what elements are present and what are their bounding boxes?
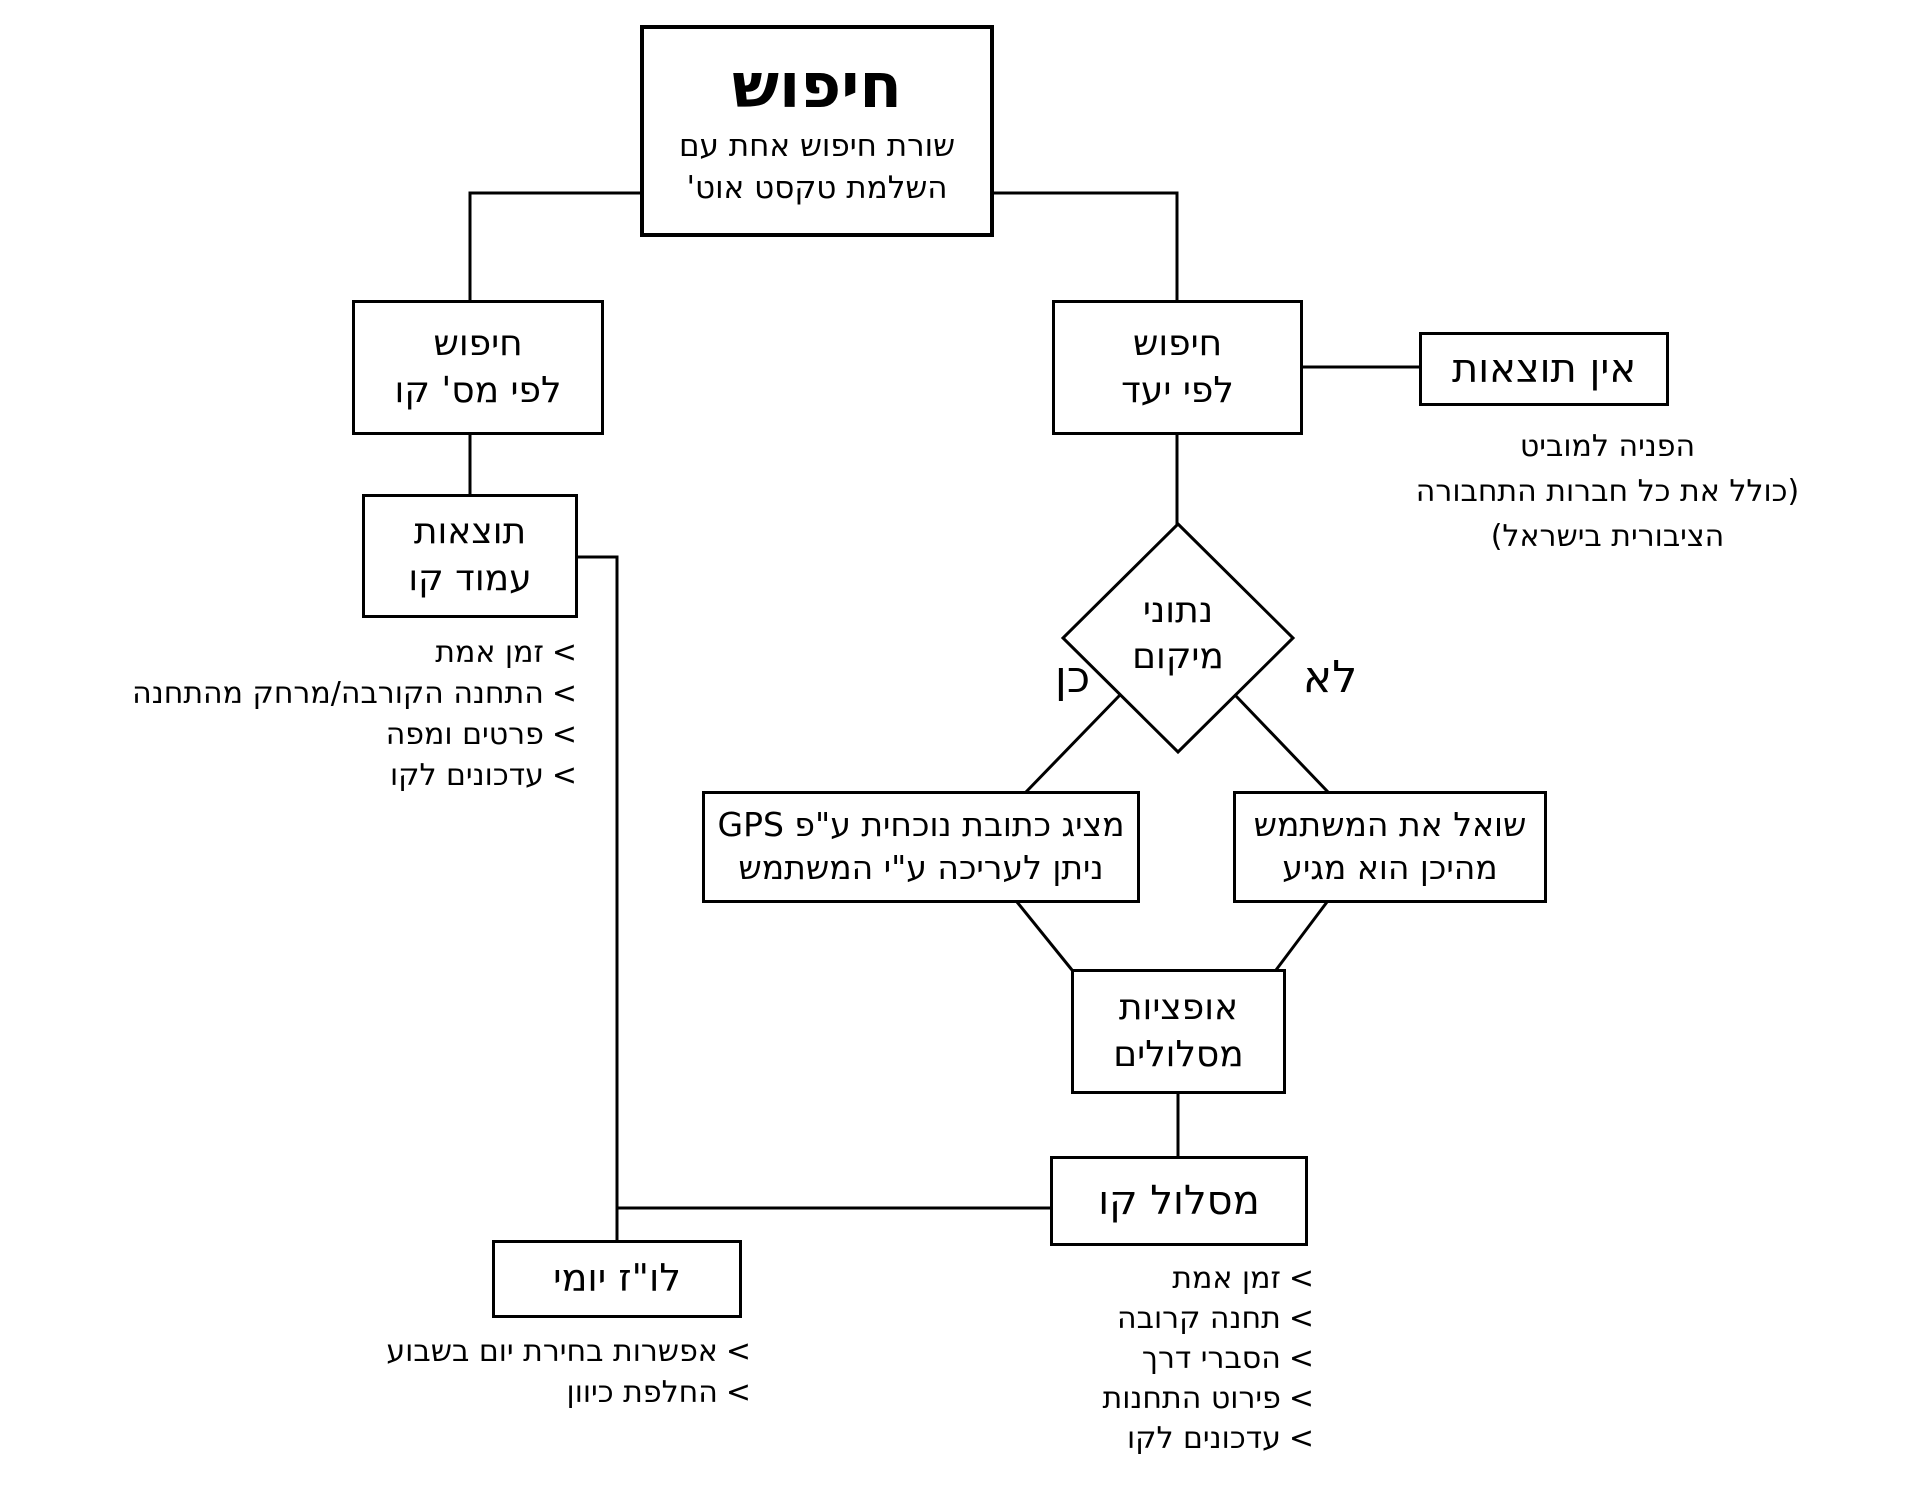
node-location-decision-label: נתוני מיקום: [1132, 590, 1224, 678]
line-page-results-list: <זמן אמת <התחנה הקורבה/מרחק מהתחנה <פרטי…: [132, 632, 577, 796]
connector-decision-no-to-ask: [1234, 694, 1330, 794]
connector-results-to-route-and-schedule: [577, 555, 1052, 1242]
node-gps-address: מציג כתובת נוכחית ע"פ GPS ניתן לעריכה ע"…: [702, 791, 1140, 903]
list-item: <פירוט התחנות: [1103, 1379, 1315, 1419]
connector-ask-to-options: [1274, 901, 1329, 971]
node-gps-address-label: מציג כתובת נוכחית ע"פ GPS ניתן לעריכה ע"…: [717, 805, 1125, 887]
list-item: <זמן אמת: [132, 632, 577, 673]
node-search-by-destination: חיפוש לפי יעד: [1052, 300, 1303, 435]
node-search-root-title: חיפוש: [732, 49, 902, 123]
connector-gps-to-options: [1015, 901, 1074, 971]
chevron-bullet-icon: <: [551, 758, 577, 793]
node-line-route-label: מסלול קו: [1098, 1178, 1260, 1224]
chevron-bullet-icon: <: [1288, 1421, 1314, 1456]
list-item: <פרטים ומפה: [132, 714, 577, 755]
list-item: <זמן אמת: [1103, 1259, 1314, 1299]
node-route-options: אופציות מסלולים: [1071, 969, 1286, 1094]
list-item-text: החלפת כיוון: [566, 1375, 718, 1410]
list-item: <התחנה הקורבה/מרחק מהתחנה: [132, 673, 577, 714]
node-ask-user: שואל את המשתמש מהיכן הוא מגיע: [1233, 791, 1547, 903]
list-item: <הסברי דרך: [1103, 1339, 1314, 1379]
list-item-text: הסברי דרך: [1141, 1341, 1281, 1376]
list-item-text: תחנה קרובה: [1117, 1301, 1281, 1336]
list-item: <עדכונים לקו: [1103, 1419, 1314, 1459]
chevron-bullet-icon: <: [551, 635, 577, 670]
connector-root-to-by-destination: [992, 191, 1179, 302]
decision-yes-label: כן: [1054, 652, 1091, 703]
chevron-bullet-icon: <: [725, 1375, 751, 1410]
chevron-bullet-icon: <: [1288, 1301, 1314, 1336]
list-item-text: פירוט התחנות: [1102, 1381, 1281, 1416]
list-item: <החלפת כיוון: [386, 1372, 751, 1413]
node-no-results: אין תוצאות: [1419, 332, 1669, 406]
daily-schedule-list: <אפשרות בחירת יום בשבוע <החלפת כיוון: [386, 1331, 751, 1413]
connector-decision-yes-to-gps: [1024, 693, 1122, 794]
no-results-note: הפניה למוביט (כולל את כל חברות התחבורה ה…: [1415, 429, 1800, 554]
node-search-by-line-label: חיפוש לפי מס' קו: [394, 322, 562, 411]
list-item-text: עדכונים לקו: [1126, 1421, 1281, 1456]
list-item-text: התחנה הקורבה/מרחק מהתחנה: [132, 676, 544, 711]
list-item-text: פרטים ומפה: [385, 717, 544, 752]
chevron-bullet-icon: <: [725, 1334, 751, 1369]
list-item: <עדכונים לקו: [132, 755, 577, 796]
decision-no-label: לא: [1302, 652, 1358, 703]
chevron-bullet-icon: <: [1288, 1341, 1314, 1376]
node-search-by-destination-label: חיפוש לפי יעד: [1121, 322, 1234, 411]
node-ask-user-label: שואל את המשתמש מהיכן הוא מגיע: [1253, 805, 1527, 887]
node-daily-schedule-label: לו"ז יומי: [553, 1256, 681, 1301]
list-item: <אפשרות בחירת יום בשבוע: [386, 1331, 751, 1372]
list-item-text: זמן אמת: [435, 635, 544, 670]
node-route-options-label: אופציות מסלולים: [1113, 986, 1244, 1075]
decision-diamond-shape: [1060, 521, 1296, 755]
list-item-text: עדכונים לקו: [389, 758, 544, 793]
list-item: <תחנה קרובה: [1103, 1299, 1314, 1339]
list-item-text: אפשרות בחירת יום בשבוע: [386, 1334, 718, 1369]
chevron-bullet-icon: <: [551, 676, 577, 711]
connector-root-to-by-line: [468, 191, 642, 302]
node-no-results-label: אין תוצאות: [1451, 346, 1637, 392]
list-item-text: זמן אמת: [1172, 1261, 1281, 1296]
node-line-route: מסלול קו: [1050, 1156, 1308, 1246]
chevron-bullet-icon: <: [1288, 1261, 1314, 1296]
node-search-by-line: חיפוש לפי מס' קו: [352, 300, 604, 435]
node-search-root: חיפוש שורת חיפוש אחת עם השלמת טקסט אוט': [640, 25, 994, 237]
node-line-page-results-label: תוצאות עמוד קו: [408, 511, 532, 599]
node-daily-schedule: לו"ז יומי: [492, 1240, 742, 1318]
chevron-bullet-icon: <: [1288, 1381, 1314, 1416]
node-line-page-results: תוצאות עמוד קו: [362, 494, 578, 618]
chevron-bullet-icon: <: [551, 717, 577, 752]
line-route-list: <זמן אמת <תחנה קרובה <הסברי דרך <פירוט ה…: [1103, 1259, 1315, 1459]
node-search-root-subtitle: שורת חיפוש אחת עם השלמת טקסט אוט': [678, 128, 956, 207]
